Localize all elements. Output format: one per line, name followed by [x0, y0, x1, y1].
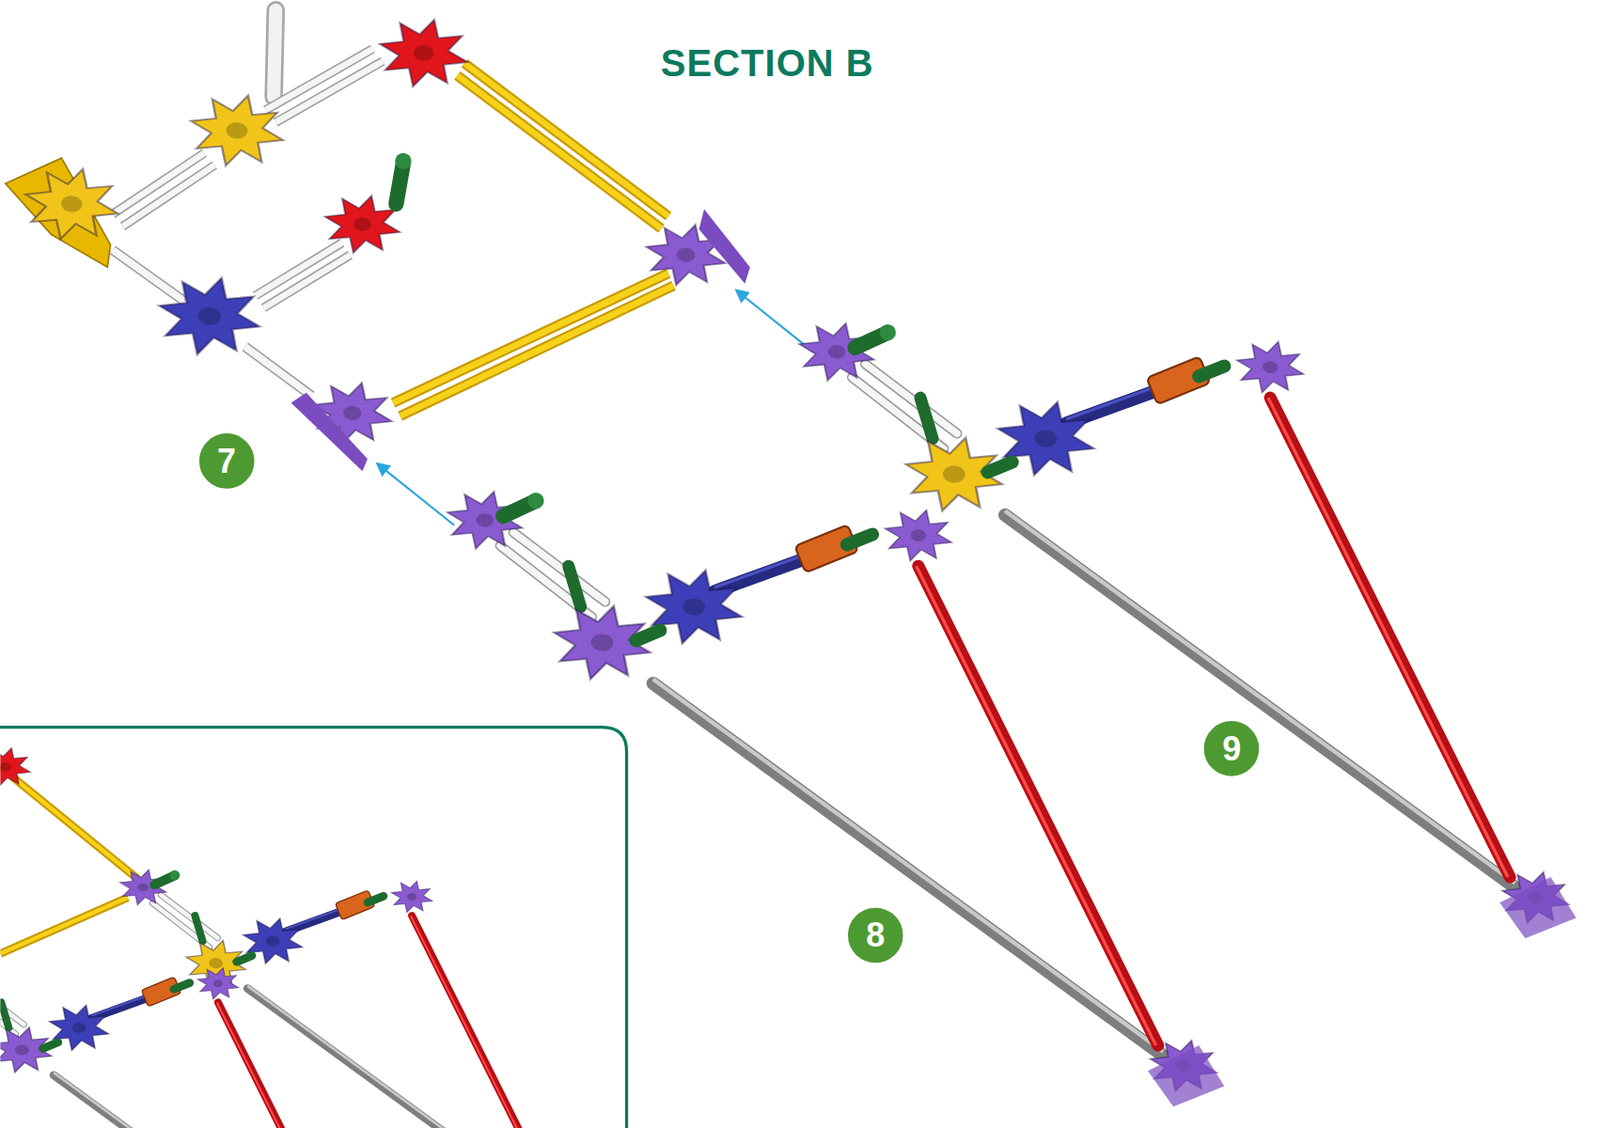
illustration-part — [400, 285, 675, 417]
illustration-part — [1203, 720, 1261, 778]
illustration-part — [109, 862, 606, 1128]
illustration-part — [456, 75, 661, 229]
illustration-part — [737, 290, 814, 352]
illustration-part — [395, 163, 404, 204]
illustration-part — [263, 254, 350, 308]
illustration-part — [456, 75, 661, 229]
inset-view — [0, 727, 628, 1128]
illustration-part — [0, 767, 138, 879]
illustration-part — [138, 262, 281, 371]
illustration-part — [394, 153, 411, 170]
illustration-part — [245, 346, 313, 396]
section-title: SECTION B — [660, 42, 875, 85]
illustration-part — [0, 897, 128, 955]
illustration-part — [291, 392, 368, 472]
illustration-part — [245, 346, 313, 396]
illustration-part — [0, 739, 41, 794]
callout-badge — [198, 432, 1260, 964]
illustration-part — [392, 273, 669, 404]
illustration-part — [783, 311, 1583, 939]
callout-number: 7 — [217, 444, 236, 479]
illustration-part — [275, 61, 383, 123]
illustration-part — [123, 165, 216, 227]
illustration-part — [377, 464, 455, 526]
illustration-part — [172, 80, 302, 180]
illustration-part — [123, 165, 216, 227]
illustration-part — [0, 739, 606, 1128]
illustration-part — [275, 61, 383, 123]
callout-number: 8 — [865, 918, 885, 953]
leg-assembly — [431, 311, 1584, 1107]
illustration-part — [273, 10, 276, 97]
illustration-part — [0, 767, 138, 879]
illustration-part — [112, 250, 185, 301]
illustration-part — [464, 62, 669, 217]
illustration-part — [400, 285, 675, 417]
illustration-part — [273, 10, 276, 97]
illustration-part — [6, 154, 137, 253]
illustration-part — [263, 254, 350, 308]
insertion-arrow — [377, 290, 814, 526]
illustration-part — [0, 949, 412, 1128]
illustration-part — [112, 250, 185, 301]
illustration-part — [198, 432, 256, 490]
illustration-part — [392, 273, 669, 404]
frame-assembly — [5, 5, 751, 471]
callout-number: 9 — [1222, 732, 1241, 767]
illustration-part — [361, 5, 487, 100]
illustration-part — [464, 62, 669, 217]
illustration-part — [0, 897, 128, 955]
illustration-part — [0, 727, 628, 1128]
illustration-part — [431, 479, 1231, 1107]
illustration-part — [699, 208, 751, 283]
illustration-part — [847, 907, 905, 965]
